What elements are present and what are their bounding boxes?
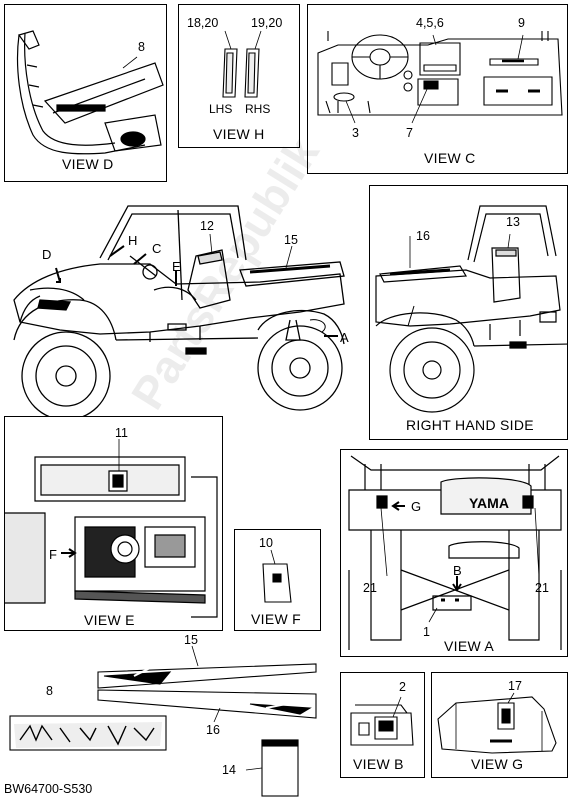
- view-a-part-left-label: 21: [363, 581, 377, 595]
- view-h-illustration: [222, 30, 262, 98]
- view-a-part-bottom-label: 1: [423, 625, 430, 639]
- right-hand-side-illustration: [375, 205, 567, 413]
- view-c-caption: VIEW C: [424, 150, 476, 166]
- view-h-panel: 18,20 19,20 LHS RHS VIEW H: [178, 4, 300, 148]
- view-a-arrow-b-label: B: [453, 563, 462, 578]
- decal-15-label: 15: [184, 633, 198, 647]
- view-h-lhs-label: LHS: [209, 102, 233, 116]
- view-d-illustration: [16, 30, 164, 155]
- view-a-caption: VIEW A: [444, 638, 495, 654]
- arrow-view-e-label: E: [172, 259, 181, 274]
- view-c-part-bottom-mid: 7: [406, 126, 413, 140]
- view-c-part-top-left: 4,5,6: [416, 16, 444, 30]
- rhs-part-right-label: 13: [506, 215, 520, 229]
- view-e-caption: VIEW E: [84, 612, 135, 628]
- view-h-part-left: 18,20: [187, 16, 219, 30]
- view-e-illustration: [5, 439, 218, 618]
- view-f-caption: VIEW F: [251, 611, 302, 627]
- view-b-caption: VIEW B: [353, 756, 404, 772]
- diagram-reference-code: BW64700-S530: [4, 782, 93, 796]
- arrow-view-h-label: H: [128, 233, 138, 248]
- view-f-panel: 10 VIEW F: [234, 529, 321, 631]
- view-a-part-right-label: 21: [535, 581, 549, 595]
- view-e-part-label: 11: [115, 426, 128, 440]
- view-h-rhs-label: RHS: [245, 102, 271, 116]
- arrow-view-c-label: C: [152, 241, 162, 256]
- view-a-panel: YAMA G B 21 21 1 VIEW A: [340, 449, 568, 657]
- decal-16-label: 16: [206, 723, 220, 737]
- view-g-illustration: [437, 692, 557, 754]
- view-h-part-right: 19,20: [251, 16, 283, 30]
- view-b-panel: 2 VIEW B: [340, 672, 425, 778]
- right-hand-side-panel: 16 13 RIGHT HAND SIDE: [369, 185, 568, 440]
- view-d-caption: VIEW D: [62, 156, 114, 172]
- view-c-part-bottom-left: 3: [352, 126, 359, 140]
- view-g-panel: 17 VIEW G: [431, 672, 568, 778]
- view-c-panel: 4,5,6 9 3 7 VIEW C: [307, 4, 568, 174]
- view-b-part-label: 2: [399, 680, 406, 694]
- view-a-logo-label: YAMA: [469, 495, 509, 511]
- view-d-part-label: 8: [138, 40, 145, 54]
- view-c-illustration: [317, 31, 563, 124]
- view-e-arrow-f-label: F: [49, 547, 57, 562]
- view-b-illustration: [350, 696, 414, 746]
- seat-part-label: 12: [200, 219, 214, 233]
- arrow-view-a-label: A: [340, 330, 349, 345]
- rhs-caption: RIGHT HAND SIDE: [406, 417, 534, 433]
- view-e-panel: 11 F VIEW E: [4, 416, 223, 631]
- view-h-caption: VIEW H: [213, 126, 265, 142]
- view-a-illustration: [348, 455, 562, 650]
- view-f-part-label: 10: [259, 536, 273, 550]
- view-d-panel: 8 VIEW D: [4, 4, 167, 182]
- view-f-illustration: [262, 549, 292, 603]
- arrow-view-d-label: D: [42, 247, 52, 262]
- view-c-part-top-right: 9: [518, 16, 525, 30]
- rhs-part-left-label: 16: [416, 229, 430, 243]
- view-g-part-label: 17: [508, 679, 522, 693]
- view-a-arrow-g-label: G: [411, 499, 422, 514]
- view-g-caption: VIEW G: [471, 756, 524, 772]
- decal-14-label: 14: [222, 763, 236, 777]
- bed-part-label: 15: [284, 233, 298, 247]
- decal-8-label: 8: [46, 684, 53, 698]
